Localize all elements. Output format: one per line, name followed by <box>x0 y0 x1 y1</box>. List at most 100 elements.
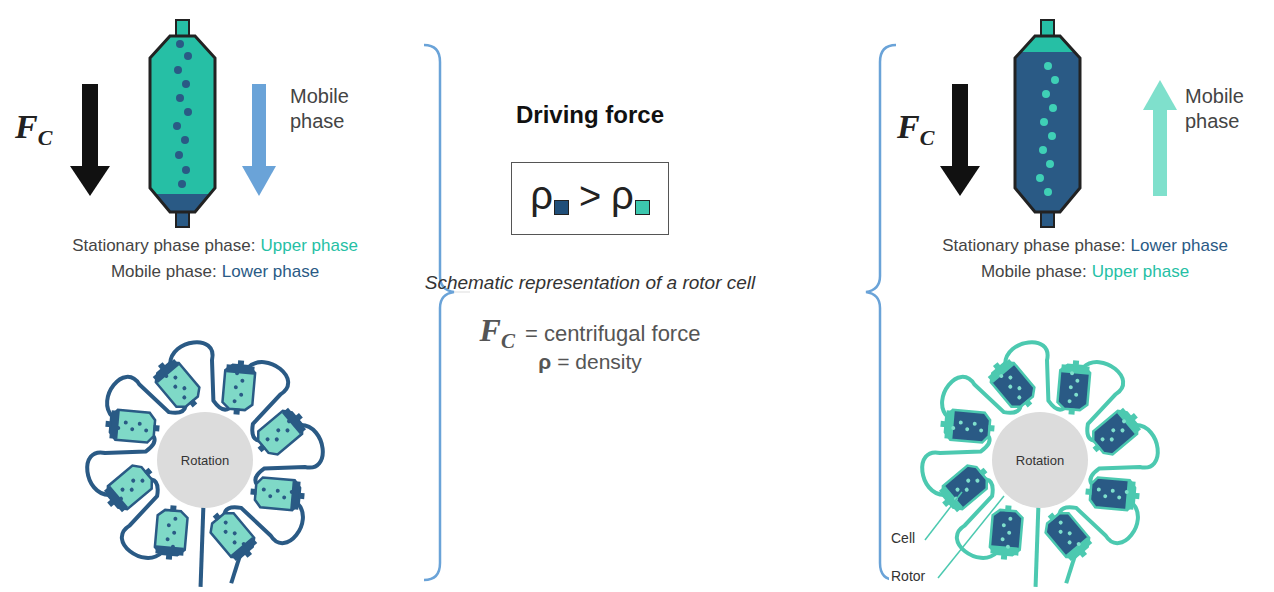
phase-label: Stationary phase phase: <box>942 236 1125 256</box>
rotor-part <box>250 488 257 495</box>
text-line: Mobile phase:Lower phase <box>111 262 319 282</box>
rotor-part <box>105 421 112 428</box>
rotor-part <box>274 437 280 443</box>
text-line: Mobile phase:Upper phase <box>981 262 1189 282</box>
rotor-part <box>1073 360 1080 367</box>
phase-label: Lower phase <box>1131 236 1228 256</box>
density-symbol: ρ <box>538 350 551 374</box>
rotor-part <box>109 409 155 443</box>
rotor-cell <box>250 404 311 462</box>
rotor-part <box>1024 399 1032 407</box>
rotor-part <box>290 490 294 494</box>
rotor-part <box>107 499 115 507</box>
leader-line <box>938 496 1004 578</box>
rotor-part <box>1067 530 1073 536</box>
rotor-part <box>276 489 280 493</box>
rotor-cell <box>222 359 257 415</box>
rotor-part <box>1008 375 1014 381</box>
rotor-part <box>989 509 1023 555</box>
rotor-part <box>1007 531 1011 535</box>
rotor-part <box>153 359 180 383</box>
phase-label: Upper phase <box>261 236 358 256</box>
force-symbol: F <box>480 312 501 349</box>
rotor-part <box>223 520 229 526</box>
rotor-part <box>244 549 252 557</box>
rotor-part <box>1089 407 1142 458</box>
rotor-part <box>965 478 971 484</box>
rotor-part <box>1089 477 1135 511</box>
rotor-part <box>138 422 142 426</box>
rotor-part <box>165 537 169 541</box>
rotor-part <box>233 408 240 415</box>
rotor-part <box>129 487 135 493</box>
rotor-hub: Rotation <box>157 412 253 508</box>
rotor-cell <box>1084 477 1140 512</box>
density-symbol: ρ <box>611 173 634 218</box>
rotor-part <box>166 553 173 560</box>
rotor-part <box>940 421 947 428</box>
feed-line <box>1036 506 1039 587</box>
rotor-cell <box>989 504 1024 560</box>
hub-label: Rotation <box>1016 453 1064 468</box>
rotor-part <box>1058 529 1064 535</box>
rotor-part <box>1069 385 1073 389</box>
rotor-part <box>1042 509 1093 562</box>
rotor-part <box>167 523 171 527</box>
rotor-part <box>294 413 302 421</box>
rotor-part <box>286 418 292 424</box>
rotor-part <box>258 444 266 452</box>
rotor-part <box>993 362 1001 370</box>
rotor-cell <box>149 354 207 415</box>
rotor-part <box>1066 537 1093 561</box>
heading: Driving force <box>516 101 664 129</box>
rotor-part <box>171 545 175 549</box>
rotor-part <box>144 428 148 432</box>
rotor-part <box>241 541 247 547</box>
rotor-part <box>181 395 187 401</box>
rotor-cell <box>140 20 230 227</box>
rotor-part <box>189 399 197 407</box>
rotor-part <box>1006 545 1010 549</box>
text-line: FC <box>15 108 52 146</box>
rotor-part <box>988 359 1015 383</box>
rotor-part <box>158 362 166 370</box>
force-symbol: F <box>15 108 38 146</box>
rotor-part <box>231 537 258 561</box>
rotor-part <box>939 486 963 513</box>
rotor-part <box>172 531 176 535</box>
rotor-cell <box>204 505 262 566</box>
rotor-part <box>938 462 991 513</box>
phase-label: Upper phase <box>1092 262 1189 282</box>
rotor-part <box>988 425 995 432</box>
rotor-part <box>1125 490 1129 494</box>
rotor-part <box>104 486 128 513</box>
rotor-cell <box>154 504 189 560</box>
rotor-part <box>223 529 229 535</box>
rotor-part <box>1001 553 1008 560</box>
text-line: Stationary phase phase: Lower phase <box>942 236 1228 256</box>
rotor-part <box>998 373 1004 379</box>
rotor-part <box>254 407 307 458</box>
rotor-part <box>298 493 305 500</box>
rotor-part <box>1097 487 1101 491</box>
rotor-part <box>285 428 291 434</box>
rotor-cell <box>984 354 1042 415</box>
rotor-part <box>170 505 177 512</box>
force-subscript: C <box>920 125 935 151</box>
rotor-cell <box>1039 505 1097 566</box>
rotor-part <box>1057 364 1091 410</box>
flow-label: Mobile phase <box>1185 84 1265 134</box>
rotor-part <box>1120 428 1126 434</box>
rotor-part <box>1002 523 1006 527</box>
rotor-cell <box>1005 20 1095 227</box>
rotor-part <box>1058 520 1064 526</box>
rotor-part <box>232 399 236 403</box>
rotor-part <box>239 393 243 397</box>
rotor-cell <box>1085 404 1146 462</box>
rotor-part <box>213 513 221 521</box>
rotor-part <box>1070 371 1074 375</box>
rotor-part <box>1117 495 1121 499</box>
phase-label: Lower phase <box>222 262 319 282</box>
rotor-hub: Rotation <box>992 412 1088 508</box>
rotor-part <box>1093 444 1101 452</box>
